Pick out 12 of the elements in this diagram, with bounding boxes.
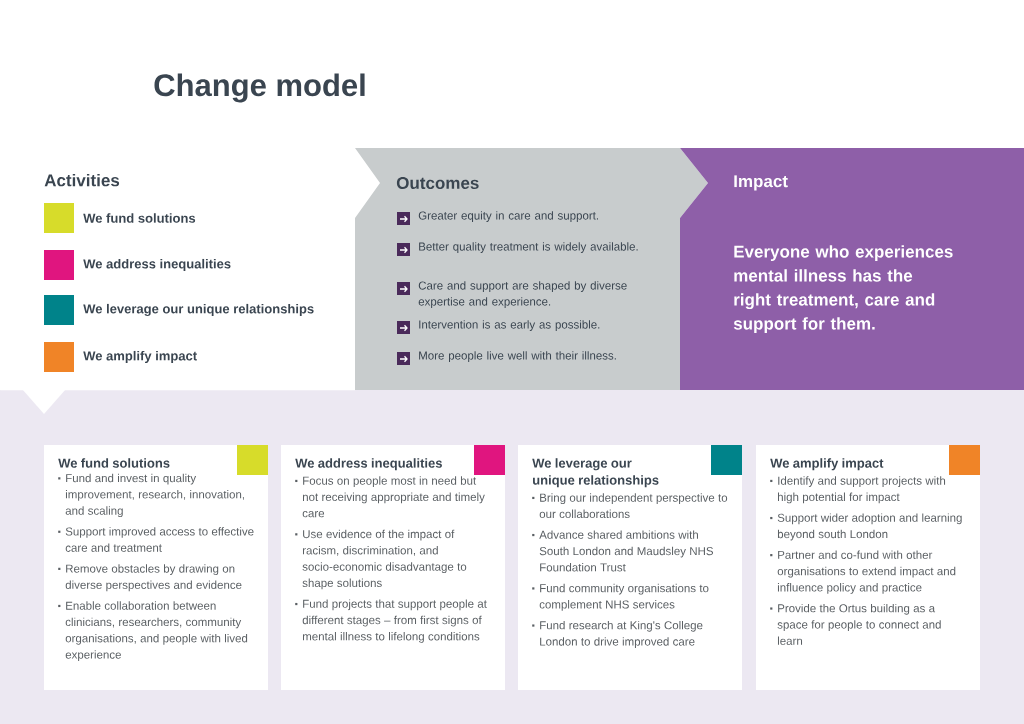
card: We address inequalities Focus on people most in need but not receiving appropriate and timely care Use evidence of the impact of racism, discrimination, and socio-economic disadvantage to shape solutions Fund projects that support people at different stages – from first signs of mental illness to lifelong conditions: [281, 445, 505, 690]
outcomes-panel: Outcomes Greater equity in care and support. Better quality treatment is widely available. Care and support are shaped by diverse expertise and experience. Intervention is as early as possible. More people live well with their illness.: [355, 148, 708, 390]
title: Change model: [154, 73, 365, 103]
legend-label: We amplify impact: [83, 350, 197, 364]
node-label: Activities: [44, 173, 120, 187]
card: We leverage our unique relationships Bring our independent perspective to our collaborations Advance shared ambitions with South London and Maudsley NHS Foundation Trust Fund community organisations to complement NHS services Fund research at King's College London to drive improved care: [518, 445, 742, 690]
impact-panel: Impact Everyone who experiences mental illness has the right treatment, care and support for them.: [680, 148, 1024, 390]
card: We fund solutions Fund and invest in quality improvement, research, innovation, and scaling Support improved access to effective care and treatment Remove obstacles by drawing on diverse perspectives and evidence Enable collaboration between clinicians, researchers, community organisations, and people with lived experience: [44, 445, 268, 690]
card: We amplify impact Identify and support projects with high potential for impact Support wider adoption and learning beyond south London Partner and co-fund with other organisations to extend impact and influence policy and practice Provide the Ortus building as a space for people to connect and learn: [756, 445, 980, 690]
legend-label: We fund solutions: [83, 213, 196, 223]
legend-label: We address inequalities: [83, 258, 231, 272]
legend-label: We leverage our unique relationships: [83, 303, 314, 317]
